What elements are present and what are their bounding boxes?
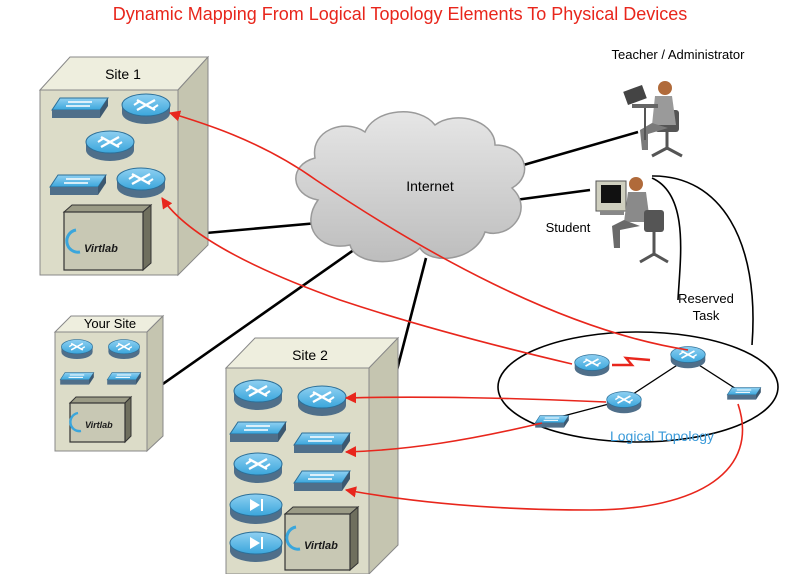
- brand-label: Virtlab: [84, 243, 118, 255]
- student-label: Student: [546, 220, 591, 235]
- logical-router-icon: [573, 353, 611, 378]
- site1-switch-icon: [49, 174, 107, 196]
- site2-switch-icon: [293, 432, 351, 454]
- logical-switch-icon: [726, 387, 762, 401]
- diagram-title: Dynamic Mapping From Logical Topology El…: [113, 4, 688, 24]
- site-2-rack: Site 2 Virtlab: [224, 336, 400, 576]
- reserved-task-label-line2: Task: [693, 308, 720, 323]
- logical-topology: Logical Topology: [534, 345, 762, 444]
- site1-router-icon: [115, 166, 167, 200]
- yoursite-router-icon: [60, 338, 94, 360]
- site2-server-icon: [229, 531, 283, 563]
- site2-router-icon: [232, 451, 284, 485]
- mapping-arrows: [161, 110, 744, 511]
- reserved-task-label-line1: Reserved: [678, 291, 734, 306]
- teacher-label: Teacher / Administrator: [612, 47, 746, 62]
- logical-switch-icon: [534, 415, 570, 429]
- teacher-person-icon: [623, 81, 683, 158]
- site1-router-icon: [120, 92, 172, 126]
- site1-switch-icon: [51, 97, 109, 119]
- site2-switch-icon: [293, 470, 351, 492]
- site1-router-icon: [84, 129, 136, 163]
- yoursite-virtlab-box: Virtlab: [68, 395, 133, 444]
- your-site-label: Your Site: [84, 316, 136, 331]
- your-site-rack: Your Site Virtlab: [53, 314, 165, 453]
- yoursite-switch-icon: [106, 372, 142, 386]
- site2-switch-icon: [229, 421, 287, 443]
- student-person-icon: [595, 177, 669, 264]
- site-2-label: Site 2: [292, 347, 328, 363]
- site2-virtlab-box: Virtlab: [283, 505, 360, 572]
- logical-topology-label: Logical Topology: [610, 428, 714, 444]
- brand-label: Virtlab: [304, 540, 338, 552]
- logical-router-icon: [605, 390, 643, 415]
- reserved-task-bubble: [497, 175, 779, 443]
- internet-label: Internet: [406, 178, 454, 194]
- site1-virtlab-box: Virtlab: [62, 203, 153, 272]
- yoursite-router-icon: [107, 338, 141, 360]
- site-1-label: Site 1: [105, 66, 141, 82]
- yoursite-switch-icon: [59, 372, 95, 386]
- internet-cloud: Internet: [295, 111, 526, 263]
- site2-router-icon: [232, 378, 284, 412]
- site2-server-icon: [229, 493, 283, 525]
- site-1-rack: Site 1 Virtlab: [38, 55, 210, 277]
- brand-label: Virtlab: [85, 420, 113, 430]
- serial-link-icon: [612, 356, 651, 367]
- site2-router-icon: [296, 384, 348, 418]
